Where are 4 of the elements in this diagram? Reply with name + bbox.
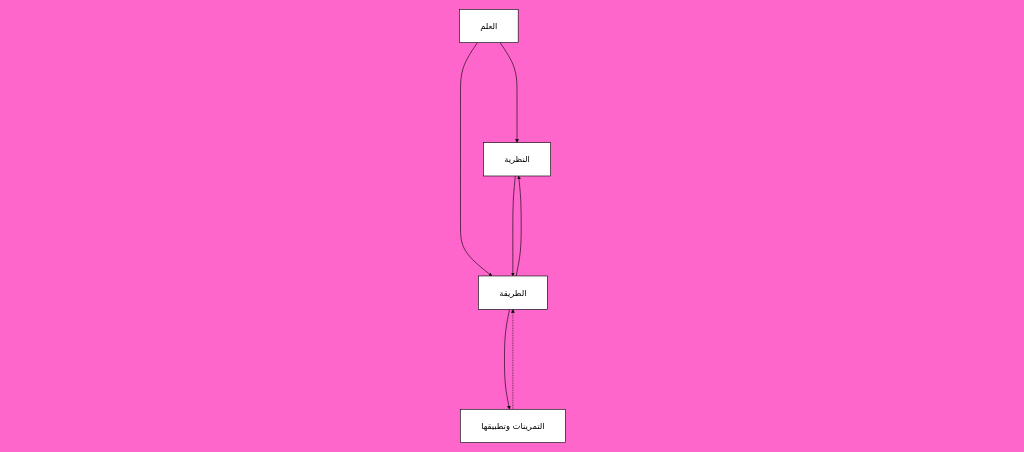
node-box: العلم xyxy=(458,9,519,43)
node-box: الطريقة xyxy=(477,275,548,310)
node-box: النظرية xyxy=(482,142,551,177)
node-box: التمرينات وتطبيقها xyxy=(459,409,566,443)
